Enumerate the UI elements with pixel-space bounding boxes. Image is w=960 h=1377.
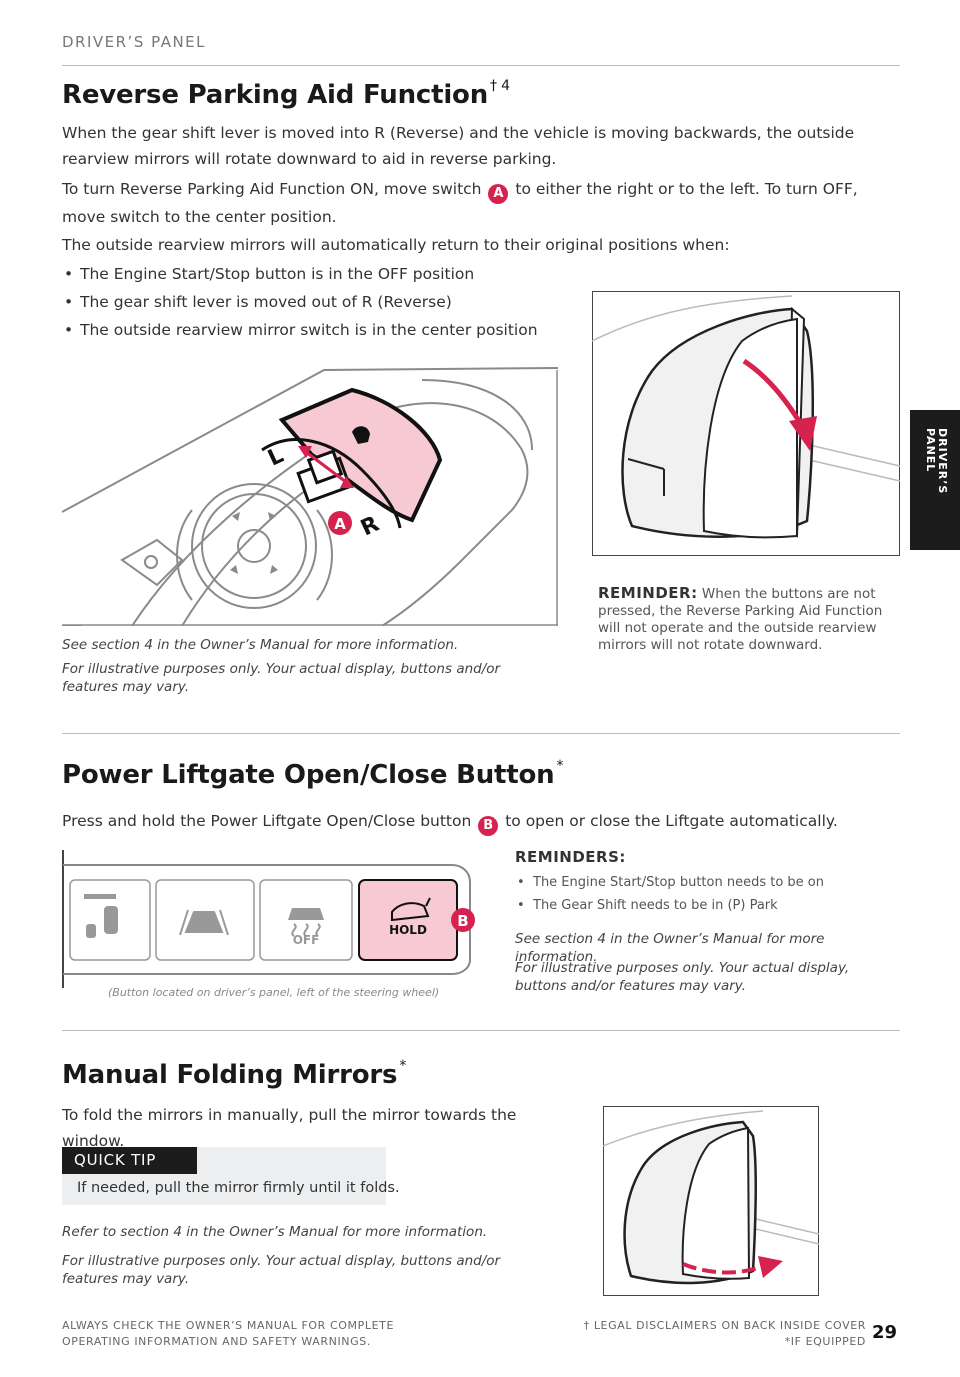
section1-reminder: REMINDER: When the buttons are not press…: [598, 584, 883, 654]
bullet-item: The Engine Start/Stop button is in the O…: [62, 261, 562, 287]
fold-arrow: [682, 1262, 764, 1275]
mirror-rotate-illustration: [592, 291, 900, 556]
rotate-arrow: [742, 358, 805, 428]
section1-caption1: See section 4 in the Owner’s Manual for …: [62, 637, 459, 653]
reminders-label: REMINDERS:: [515, 848, 626, 866]
liftgate-panel-illustration: OFF HOLD B: [62, 850, 475, 988]
mirror-fold-illustration: [603, 1106, 819, 1296]
reminder-item: The Gear Shift needs to be in (P) Park: [515, 897, 905, 914]
direction-arrows: [230, 512, 278, 574]
bullet-item: The gear shift lever is moved out of R (…: [62, 289, 562, 315]
section3-caption1: Refer to section 4 in the Owner’s Manual…: [62, 1224, 488, 1240]
side-tab[interactable]: DRIVER’S PANEL: [910, 410, 960, 550]
section2-reminders: REMINDERS: The Engine Start/Stop button …: [515, 848, 905, 914]
footer-disclaimers: † LEGAL DISCLAIMERS ON BACK INSIDE COVER…: [583, 1319, 866, 1348]
footer-safety-note: ALWAYS CHECK THE OWNER’S MANUAL FOR COMP…: [62, 1319, 395, 1348]
parking-sensor-icon: [84, 894, 116, 899]
lock-button: [120, 538, 184, 587]
panel-caption: (Button located on driver’s panel, left …: [108, 986, 440, 999]
callout-b-marker: [451, 908, 475, 932]
lane-assist-icon: [179, 909, 229, 936]
section1-caption2: For illustrative purposes only. Your act…: [62, 661, 501, 695]
section-title-folding-mirrors: Manual Folding Mirrors*: [62, 1058, 407, 1090]
mirror-switch-illustration: L R A: [62, 367, 558, 626]
liftgate-icon: [391, 902, 430, 922]
mirror-icon: [352, 426, 370, 444]
lock-icon: [144, 555, 158, 569]
section-divider: [62, 733, 900, 734]
section-title-power-liftgate: Power Liftgate Open/Close Button*: [62, 758, 564, 790]
page-number: 29: [872, 1322, 898, 1343]
callout-a-label: A: [334, 515, 346, 533]
section-title-reverse-parking: Reverse Parking Aid Function† 4: [62, 78, 510, 110]
switch-direction-arrow: [298, 446, 354, 488]
callout-badge-b: B: [478, 816, 499, 836]
section2-para: Press and hold the Power Liftgate Open/C…: [62, 808, 902, 836]
quick-tip-text: If needed, pull the mirror firmly until …: [77, 1180, 400, 1196]
callout-b-label: B: [457, 912, 468, 930]
traction-off-icon: [288, 908, 324, 937]
section1-para3: The outside rearview mirrors will automa…: [62, 236, 730, 254]
callout-a-marker: [328, 511, 352, 535]
section3-para: To fold the mirrors in manually, pull th…: [62, 1106, 517, 1150]
section1-bullets: The Engine Start/Stop button is in the O…: [62, 260, 562, 343]
switch-label-left: L: [264, 443, 287, 472]
bullet-item: The outside rearview mirror switch is in…: [62, 317, 562, 343]
section2-caption1: See section 4 in the Owner’s Manual for …: [515, 931, 825, 965]
section2-caption2: For illustrative purposes only. Your act…: [515, 960, 850, 994]
hold-label: HOLD: [389, 923, 427, 937]
quick-tip-label: QUICK TIP: [62, 1147, 197, 1174]
liftgate-hold-button: [358, 879, 458, 961]
section3-caption2: For illustrative purposes only. Your act…: [62, 1253, 501, 1287]
section1-para1: When the gear shift lever is moved into …: [62, 124, 855, 168]
side-tab-label: DRIVER’S PANEL: [924, 428, 949, 495]
off-label: OFF: [293, 933, 320, 947]
reminder-item: The Engine Start/Stop button needs to be…: [515, 874, 905, 891]
callout-badge-a: A: [488, 184, 509, 204]
header-divider: [62, 65, 900, 66]
section-divider: [62, 1030, 900, 1031]
section1-para2: To turn Reverse Parking Aid Function ON,…: [62, 180, 858, 226]
switch-label-right: R: [357, 512, 383, 542]
page-header: DRIVER’S PANEL: [62, 33, 207, 51]
